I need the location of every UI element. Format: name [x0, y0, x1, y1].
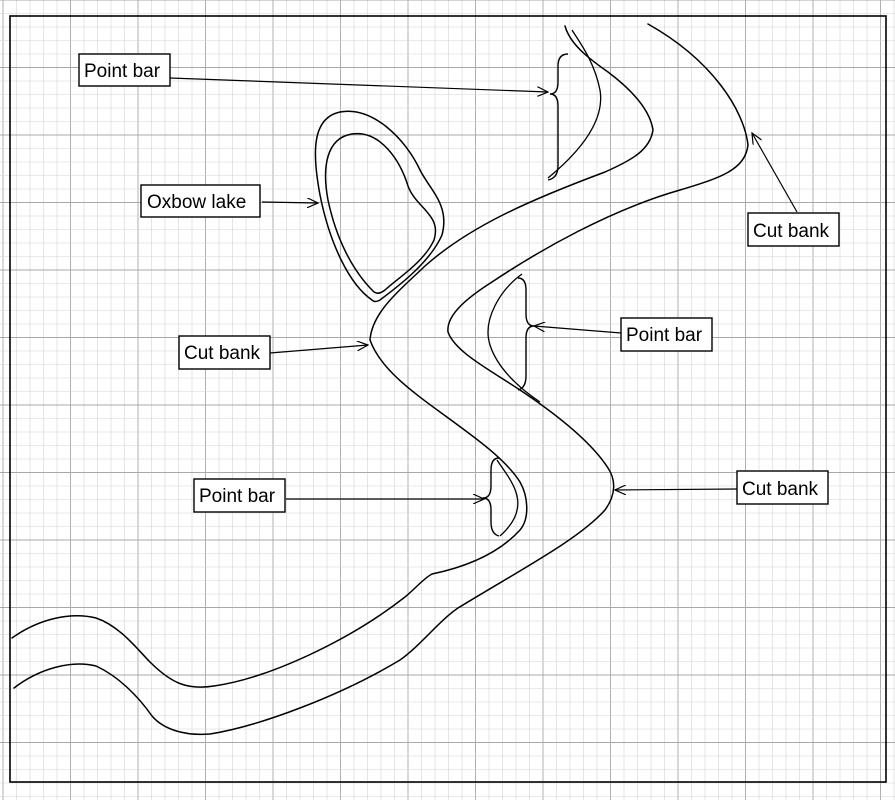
label-text: Oxbow lake	[147, 192, 246, 213]
oxbow-lake-inner	[324, 133, 437, 294]
arrow-cut-bank-top-right	[752, 133, 798, 213]
arrow-oxbow-lake	[261, 202, 318, 203]
label-text: Point bar	[626, 325, 703, 346]
river-left-bank	[11, 25, 654, 688]
arrow-cut-bank-left	[269, 345, 368, 354]
label-cut-bank-bottom-right: Cut bank	[736, 470, 829, 505]
label-box	[736, 470, 829, 505]
point-bar-top-arc	[547, 29, 602, 179]
label-box	[620, 317, 713, 352]
arrow-point-bar-top	[169, 77, 548, 92]
river-right-bank	[13, 23, 749, 736]
label-point-bar-top: Point bar	[78, 53, 171, 87]
diagram-frame	[9, 15, 887, 783]
label-cut-bank-top-right: Cut bank	[747, 212, 840, 247]
arrow-point-bar-middle	[534, 326, 622, 334]
label-text: Point bar	[199, 486, 276, 507]
arrow-cut-bank-bottom-right	[615, 489, 738, 490]
point-bar-middle-brace	[517, 277, 535, 391]
label-text: Cut bank	[742, 479, 819, 500]
label-box	[78, 53, 171, 87]
point-bar-top-brace	[547, 53, 569, 181]
point-bar-middle-arc	[487, 273, 541, 403]
oxbow-lake-outer	[314, 110, 445, 303]
label-box	[140, 184, 261, 218]
label-point-bar-middle: Point bar	[620, 317, 713, 352]
label-box	[193, 478, 286, 513]
point-bar-bottom-arc	[496, 459, 519, 537]
label-box	[178, 335, 271, 370]
label-cut-bank-left: Cut bank	[178, 335, 271, 370]
label-oxbow-lake: Oxbow lake	[140, 184, 261, 218]
river-channel	[11, 23, 749, 736]
label-text: Cut bank	[184, 343, 261, 364]
label-text: Cut bank	[753, 221, 830, 242]
label-point-bar-bottom: Point bar	[193, 478, 286, 513]
oxbow-lake	[314, 110, 445, 303]
label-text: Point bar	[84, 61, 161, 82]
label-box	[747, 212, 840, 247]
point-bar-bottom-brace	[482, 457, 500, 537]
